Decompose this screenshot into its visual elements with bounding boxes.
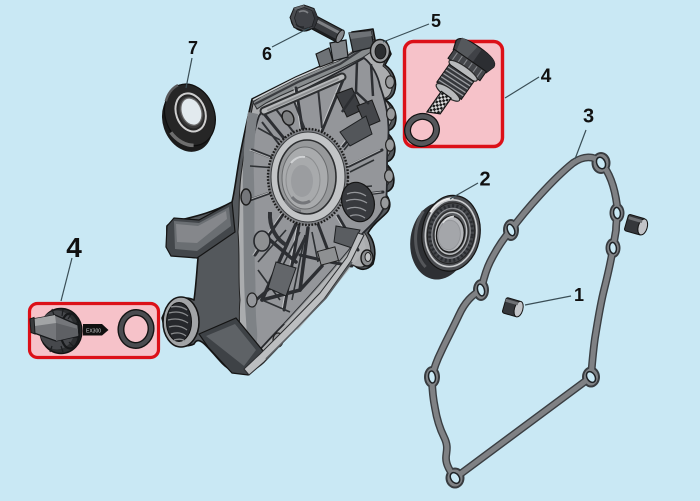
svg-text:4: 4 bbox=[66, 232, 82, 263]
svg-text:6: 6 bbox=[262, 44, 272, 64]
svg-text:2: 2 bbox=[479, 169, 490, 191]
svg-text:4: 4 bbox=[541, 66, 552, 87]
svg-text:EX300: EX300 bbox=[86, 329, 101, 335]
svg-text:1: 1 bbox=[574, 285, 584, 305]
svg-text:5: 5 bbox=[431, 11, 441, 31]
svg-text:3: 3 bbox=[583, 106, 594, 128]
svg-text:7: 7 bbox=[188, 38, 198, 58]
